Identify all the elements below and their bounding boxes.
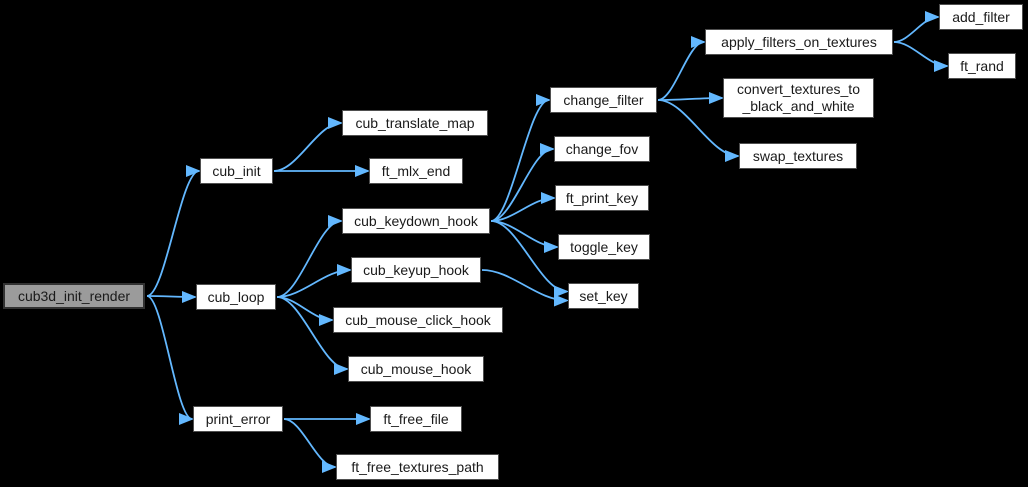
- node-label: cub_keyup_hook: [363, 261, 469, 278]
- node-label: ft_mlx_end: [381, 162, 451, 179]
- graph-node-set_key[interactable]: set_key: [568, 283, 639, 309]
- graph-node-change_fov[interactable]: change_fov: [554, 136, 650, 162]
- node-label: convert_textures_to: [737, 81, 860, 97]
- node-label: cub_mouse_click_hook: [345, 311, 491, 328]
- edge-change_filter-apply_filters_on_textures: [657, 36, 706, 101]
- edge-cub3d_init_render-cub_loop: [146, 290, 197, 303]
- graph-node-cub_mouse_hook[interactable]: cub_mouse_hook: [348, 356, 484, 382]
- edge-cub_keydown_hook-change_filter: [490, 94, 551, 222]
- edge-apply_filters_on_textures-ft_rand: [893, 41, 949, 72]
- node-label: ft_free_textures_path: [351, 458, 484, 475]
- edge-cub_loop-cub_keyup_hook: [276, 264, 352, 298]
- node-label: set_key: [579, 287, 628, 304]
- graph-node-cub3d_init_render: cub3d_init_render: [3, 283, 145, 309]
- edge-cub_keydown_hook-ft_print_key: [490, 192, 556, 222]
- node-label: cub_init: [212, 162, 261, 179]
- graph-node-print_error[interactable]: print_error: [193, 406, 283, 432]
- node-label: print_error: [205, 410, 271, 427]
- edge-apply_filters_on_textures-add_filter: [893, 11, 940, 43]
- graph-node-ft_free_textures_path[interactable]: ft_free_textures_path: [336, 454, 499, 480]
- edge-cub3d_init_render-cub_init: [146, 165, 201, 297]
- node-label: ft_free_file: [383, 410, 449, 427]
- graph-node-cub_init[interactable]: cub_init: [200, 158, 273, 184]
- graph-node-ft_rand[interactable]: ft_rand: [948, 53, 1016, 79]
- node-label: cub_loop: [207, 288, 265, 305]
- graph-node-cub_keyup_hook[interactable]: cub_keyup_hook: [351, 257, 481, 283]
- graph-node-cub_translate_map[interactable]: cub_translate_map: [342, 110, 488, 136]
- node-label: swap_textures: [752, 147, 844, 164]
- node-label: add_filter: [952, 8, 1010, 25]
- node-label: change_fov: [565, 140, 639, 157]
- node-label: toggle_key: [570, 238, 638, 255]
- graph-node-cub_loop[interactable]: cub_loop: [196, 284, 276, 310]
- edge-change_filter-convert_textures_to_black_and_white: [657, 92, 724, 105]
- graph-node-toggle_key[interactable]: toggle_key: [558, 234, 650, 260]
- graph-node-add_filter[interactable]: add_filter: [939, 4, 1023, 30]
- edge-cub_loop-cub_mouse_hook: [276, 296, 349, 375]
- graph-node-ft_print_key[interactable]: ft_print_key: [555, 185, 649, 211]
- edge-change_filter-swap_textures: [657, 99, 740, 162]
- node-label: _black_and_white: [742, 98, 855, 114]
- graph-node-apply_filters_on_textures[interactable]: apply_filters_on_textures: [705, 29, 893, 55]
- node-label: cub_mouse_hook: [360, 360, 472, 377]
- edge-cub_init-cub_translate_map: [273, 117, 343, 172]
- graph-node-cub_mouse_click_hook[interactable]: cub_mouse_click_hook: [333, 307, 503, 333]
- graph-node-ft_free_file[interactable]: ft_free_file: [370, 406, 462, 432]
- node-label: cub_keydown_hook: [354, 212, 478, 229]
- edge-print_error-ft_free_textures_path: [283, 418, 337, 473]
- node-label: change_filter: [563, 91, 644, 108]
- node-label: ft_print_key: [565, 189, 639, 206]
- edge-cub_keyup_hook-set_key: [481, 269, 569, 307]
- node-label: cub_translate_map: [355, 114, 475, 131]
- graph-node-cub_keydown_hook[interactable]: cub_keydown_hook: [342, 208, 490, 234]
- graph-node-convert_textures_to_black_and_white[interactable]: convert_textures_to_black_and_white: [723, 78, 874, 118]
- node-label: apply_filters_on_textures: [721, 33, 877, 50]
- edge-cub_loop-cub_keydown_hook: [276, 215, 343, 298]
- edge-cub3d_init_render-print_error: [146, 295, 194, 425]
- node-label: ft_rand: [960, 57, 1004, 74]
- graph-node-ft_mlx_end[interactable]: ft_mlx_end: [369, 158, 463, 184]
- graph-node-change_filter[interactable]: change_filter: [550, 87, 657, 113]
- edge-cub_keydown_hook-set_key: [490, 220, 569, 298]
- graph-node-swap_textures[interactable]: swap_textures: [739, 143, 857, 169]
- node-label: cub3d_init_render: [17, 287, 131, 304]
- edge-cub_keydown_hook-change_fov: [490, 143, 555, 222]
